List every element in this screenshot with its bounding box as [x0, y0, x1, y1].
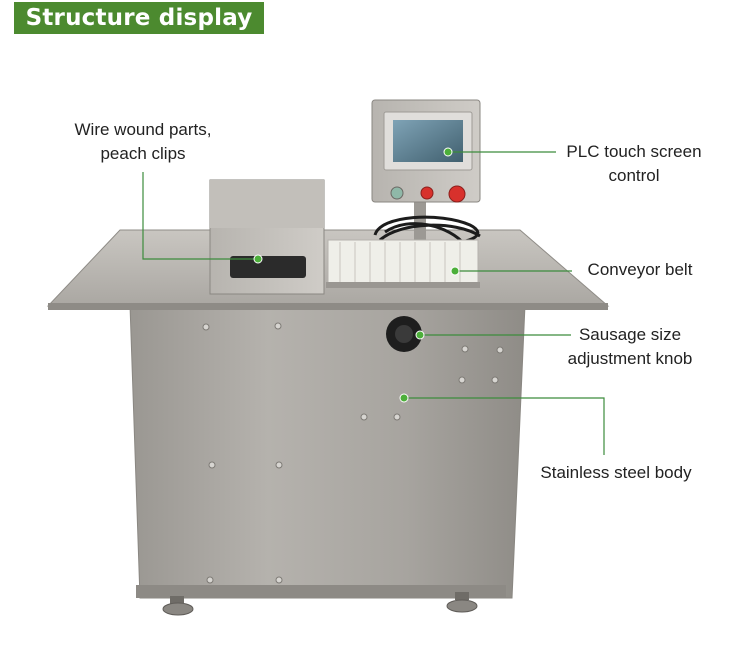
wire-wound-box	[209, 179, 325, 295]
callout-line: adjustment knob	[567, 349, 693, 368]
callout-line: Sausage size	[578, 325, 682, 344]
callout-plc-touch-screen: PLC touch screen control	[555, 140, 713, 188]
callout-leaders	[142, 151, 605, 455]
dot-conveyor	[450, 266, 460, 276]
plc-control-box	[371, 99, 481, 240]
header-badge: Structure display	[14, 2, 264, 34]
dot-wire	[253, 254, 263, 264]
callout-adjustment-knob: Sausage size adjustment knob	[550, 323, 710, 371]
callout-dots	[253, 147, 460, 403]
page-title: Structure display	[25, 5, 253, 31]
callout-conveyor-belt: Conveyor belt	[572, 258, 708, 282]
callout-line: PLC touch screen	[566, 142, 702, 161]
dot-knob	[415, 330, 425, 340]
adjustment-knob	[386, 316, 422, 352]
callout-line: Stainless steel body	[540, 463, 692, 482]
leader-wire	[142, 172, 258, 260]
dot-plc	[443, 147, 453, 157]
callout-line: Wire wound parts,	[74, 120, 212, 139]
dot-body	[399, 393, 409, 403]
callout-line: Conveyor belt	[587, 260, 693, 279]
conveyor-belt	[326, 239, 480, 288]
leader-body	[404, 397, 605, 455]
callout-wire-wound-parts: Wire wound parts, peach clips	[58, 118, 228, 166]
machine-body	[129, 304, 526, 616]
callout-line: control	[608, 166, 660, 185]
callout-line: peach clips	[100, 144, 186, 163]
callout-stainless-steel-body: Stainless steel body	[528, 461, 704, 485]
